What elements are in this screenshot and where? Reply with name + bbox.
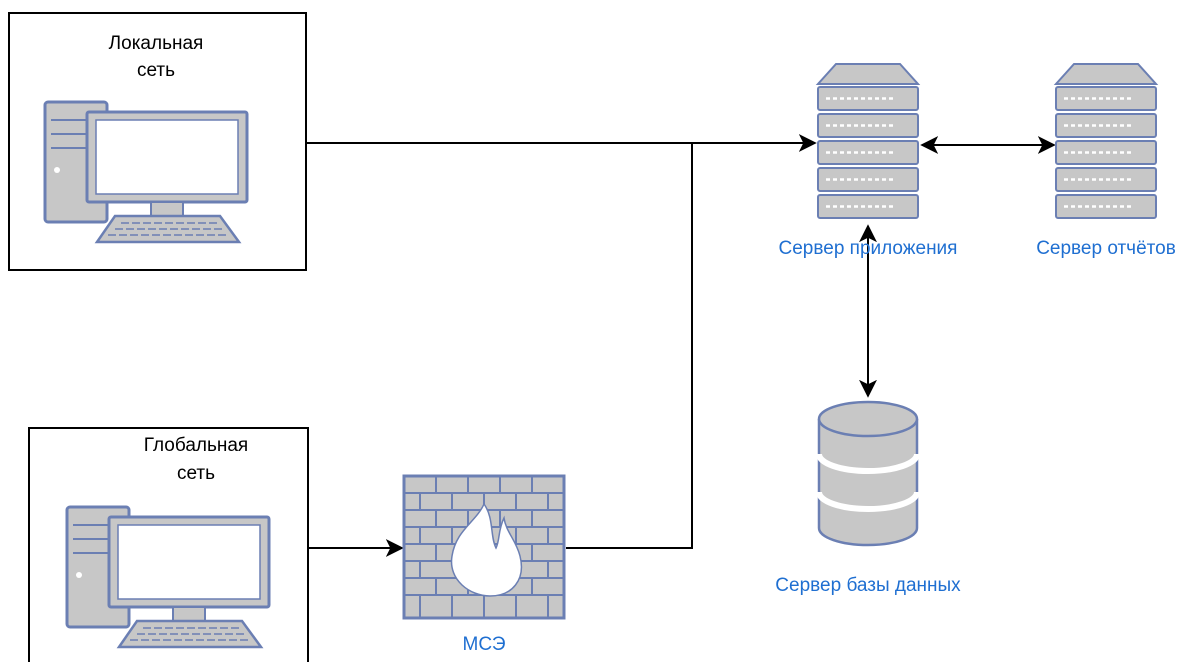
firewall-node: МСЭ bbox=[402, 474, 566, 655]
global-network-label-line2: сеть bbox=[177, 463, 215, 484]
db-server-label: Сервер базы данных bbox=[775, 575, 961, 596]
local-network-label-line2: сеть bbox=[137, 60, 175, 81]
app-server-node: Сервер приложения bbox=[779, 62, 958, 259]
connections bbox=[306, 134, 1056, 557]
app-server-label: Сервер приложения bbox=[779, 238, 958, 259]
db-server-node: Сервер базы данных bbox=[775, 400, 961, 596]
local-network-node: Локальная сеть bbox=[8, 12, 307, 271]
desktop-computer-icon bbox=[65, 505, 271, 649]
desktop-computer-icon bbox=[43, 100, 249, 244]
server-rack-icon bbox=[1054, 62, 1158, 220]
report-server-label: Сервер отчётов bbox=[1036, 238, 1176, 259]
global-network-label-line1: Глобальная bbox=[144, 435, 248, 456]
local-network-label-line1: Локальная bbox=[109, 33, 204, 54]
server-rack-icon bbox=[816, 62, 920, 220]
database-icon bbox=[816, 400, 920, 547]
firewall-label: МСЭ bbox=[463, 634, 506, 655]
link-firewall-to-app bbox=[566, 143, 693, 549]
report-server-node: Сервер отчётов bbox=[1036, 62, 1176, 259]
firewall-icon bbox=[402, 474, 566, 620]
flame-icon bbox=[450, 502, 523, 597]
global-network-node: Глобальная сеть bbox=[28, 427, 309, 662]
